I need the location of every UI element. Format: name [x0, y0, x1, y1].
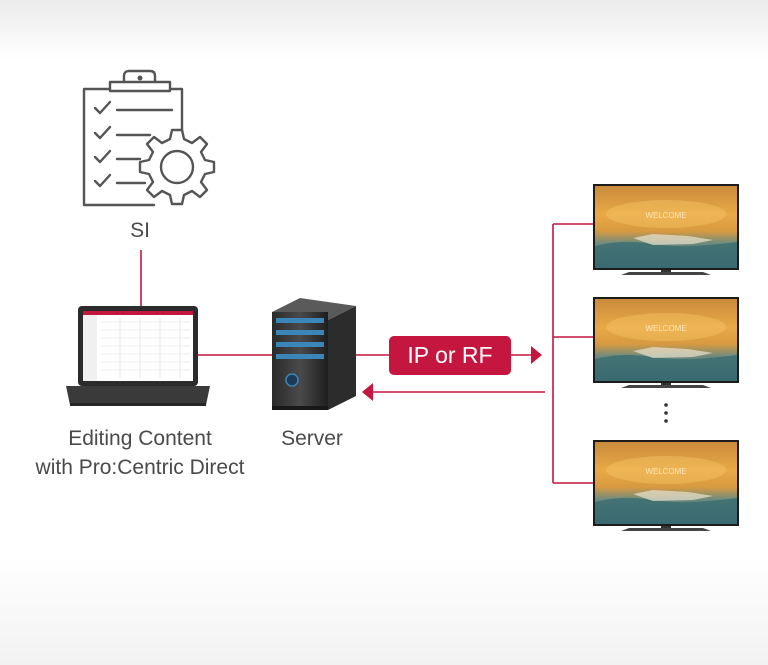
return-arrow-icon — [362, 383, 373, 401]
background-top — [0, 0, 768, 60]
vertical-ellipsis-icon — [664, 403, 668, 423]
display-1-tv-display-icon — [593, 184, 739, 275]
server-label: Server — [281, 427, 343, 450]
connection-badge: IP or RF — [389, 336, 511, 375]
connection-lines — [140, 223, 593, 484]
laptop-label-line-2: with Pro:Centric Direct — [35, 456, 245, 479]
laptop-icon — [66, 306, 210, 406]
si-label: SI — [130, 219, 150, 242]
laptop-label-line-1: Editing Content — [68, 427, 212, 450]
display-2-tv-display-icon — [593, 297, 739, 388]
forward-arrow-icon — [531, 346, 542, 364]
display-3-tv-display-icon — [593, 440, 739, 531]
clipboard-gear-icon — [82, 69, 216, 207]
server-tower-icon — [272, 298, 356, 410]
laptop-label: Editing Content with Pro:Centric Direct — [10, 424, 270, 482]
background-bottom — [0, 555, 768, 665]
